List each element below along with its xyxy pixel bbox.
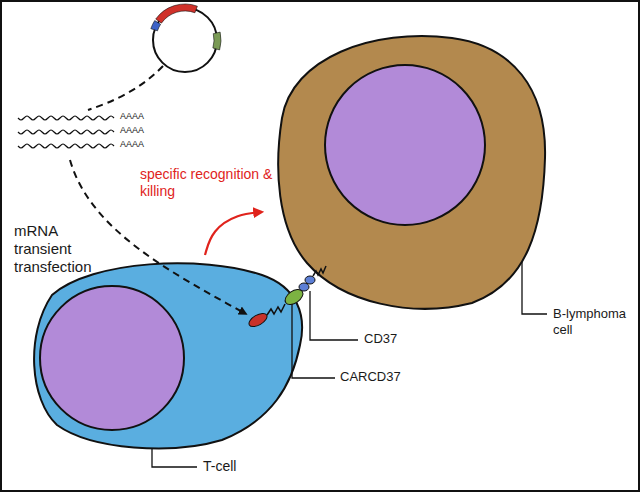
receptor-label: CARCD37 bbox=[340, 369, 430, 385]
polya-tail: AAAA bbox=[120, 125, 160, 136]
b-lymphoma-cell: B-lymphoma cell bbox=[262, 28, 550, 313]
cell-label: T-cell bbox=[203, 458, 263, 475]
cd37-domain bbox=[299, 283, 309, 291]
plasmid-ring bbox=[153, 8, 217, 72]
leader-line bbox=[152, 449, 197, 467]
leader-line bbox=[522, 262, 547, 314]
plasmid bbox=[151, 4, 221, 72]
cell-label: B-lymphoma cell bbox=[553, 306, 635, 337]
polya-tail: AAAA bbox=[120, 111, 160, 122]
mrna-strand bbox=[18, 130, 114, 134]
recognition-arrow bbox=[205, 212, 262, 255]
connector-layer bbox=[205, 212, 262, 255]
car-transmembrane bbox=[267, 304, 285, 315]
car-signal-domain bbox=[247, 311, 269, 330]
cd37-transmembrane bbox=[313, 266, 326, 276]
edge-label: specific recognition & killing bbox=[140, 166, 276, 200]
cell-membrane bbox=[278, 36, 545, 309]
nucleus bbox=[325, 65, 485, 225]
mrna-strand bbox=[18, 116, 114, 120]
t-cell: T-cell bbox=[22, 255, 307, 450]
car-binding-domain bbox=[282, 286, 305, 307]
cd37-domain bbox=[305, 276, 315, 284]
leader-line bbox=[292, 304, 335, 378]
polya-tail: AAAA bbox=[120, 139, 160, 150]
cell-membrane bbox=[34, 263, 302, 448]
nucleus bbox=[40, 286, 184, 430]
marker-segment bbox=[213, 32, 221, 50]
process-label: mRNA transient transfection bbox=[14, 222, 106, 276]
antigen-label: CD37 bbox=[364, 331, 424, 347]
promoter-segment bbox=[151, 21, 161, 31]
mrna-strands bbox=[18, 116, 114, 148]
mrna-strand bbox=[18, 144, 114, 148]
leader-line bbox=[310, 291, 358, 340]
cell-outline bbox=[262, 28, 550, 313]
dashed-transcription-line bbox=[88, 66, 163, 110]
cell-outline bbox=[22, 255, 307, 450]
car-gene-segment bbox=[156, 4, 198, 23]
